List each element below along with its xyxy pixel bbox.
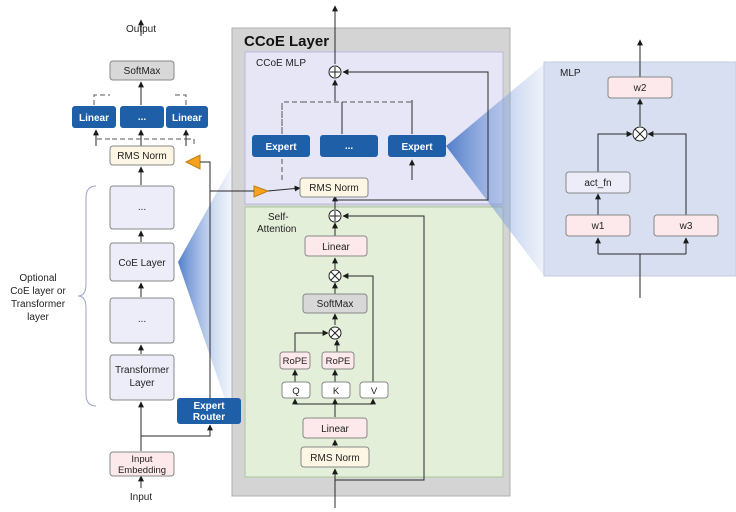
left-transformer-text-line1: Transformer [115, 365, 170, 376]
left-dots-bottom-text: ... [138, 314, 146, 325]
ccoe-v-box [359, 381, 389, 399]
ccoe-rope-k-text: RoPE [326, 356, 351, 367]
ccoe-linear-bottom-box [302, 417, 368, 439]
left-dots-top-text: ... [138, 202, 146, 213]
ccoe-expert-right-box [388, 135, 446, 157]
ccoe-mlp-region [244, 51, 504, 205]
ccoe-rope-q-text: RoPE [283, 356, 308, 367]
ccoe-rms-norm-mid-box [299, 177, 369, 198]
attention-residual-add-icon [328, 209, 342, 223]
output-label: Output [126, 24, 156, 35]
ccoe-q-box [281, 381, 311, 399]
ccoe-rope-q-box [279, 351, 311, 370]
mlp-w1-text: w1 [591, 221, 605, 232]
left-linear-right-text: Linear [172, 113, 202, 124]
left-dots-top-box [109, 185, 175, 230]
optional-label-line3: Transformer [11, 299, 66, 310]
ccoe-dots-box [320, 135, 378, 157]
left-dots-bottom-box [109, 297, 175, 344]
left-transformer-text-line2: Layer [129, 378, 155, 389]
left-linear-left-text: Linear [79, 113, 109, 124]
router-signal-triangle-left [184, 154, 201, 170]
left-coe-layer-box [109, 242, 175, 282]
left-input-embedding-line1: Input [131, 454, 152, 465]
mlp-w2-box [607, 76, 673, 99]
left-softmax-text: SoftMax [124, 66, 161, 77]
ccoe-linear-bottom-text: Linear [321, 424, 349, 435]
ccoe-softmax-box [302, 293, 368, 314]
ccoe-layer-title: CCoE Layer [244, 33, 329, 50]
mlp-w3-text: w3 [679, 221, 693, 232]
mlp-multiply-icon [632, 126, 648, 142]
zoom-fan-left [178, 165, 232, 420]
ccoe-rms-norm-bottom-text: RMS Norm [310, 453, 359, 464]
left-rms-norm-box [109, 145, 175, 166]
ccoe-mlp-label: CCoE MLP [256, 58, 306, 69]
mlp-act-fn-text: act_fn [584, 178, 611, 189]
ccoe-linear-top-box [304, 235, 368, 257]
ccoe-k-text: K [333, 386, 340, 397]
ccoe-k-box [321, 381, 351, 399]
input-label: Input [130, 492, 152, 503]
left-linear-left-box [72, 106, 116, 128]
mlp-label: MLP [560, 68, 581, 79]
ccoe-expert-left-box [252, 135, 310, 157]
ccoe-dots-text: ... [345, 141, 354, 152]
expert-router-line1: Expert [193, 401, 225, 412]
optional-label-line1: Optional [19, 273, 56, 284]
optional-brace [77, 185, 97, 407]
left-input-embedding-box [109, 451, 175, 477]
left-coe-layer-text: CoE Layer [118, 258, 166, 269]
mlp-w3-box [653, 214, 719, 237]
ccoe-rope-k-box [321, 351, 355, 370]
attention-multiply-qk-icon [328, 326, 342, 340]
left-input-embedding-line2: Embedding [118, 465, 166, 476]
ccoe-linear-top-text: Linear [322, 242, 350, 253]
self-attention-label-line1: Self- [268, 212, 289, 223]
mlp-residual-add-icon [328, 65, 342, 79]
self-attention-label-line2: Attention [257, 224, 296, 235]
left-linear-right-box [166, 106, 208, 128]
left-transformer-layer-box [109, 354, 175, 401]
mlp-w2-text: w2 [633, 83, 647, 94]
expert-router-box [177, 398, 241, 424]
left-dots-text: ... [138, 112, 147, 123]
ccoe-expert-right-text: Expert [401, 142, 433, 153]
zoom-fan-right [446, 64, 544, 276]
ccoe-rms-norm-bottom-box [300, 446, 370, 468]
optional-label-line4: layer [27, 312, 49, 323]
left-softmax-box [109, 60, 175, 81]
ccoe-expert-left-text: Expert [265, 142, 297, 153]
mlp-w1-box [565, 214, 631, 237]
ccoe-v-text: V [371, 386, 378, 397]
ccoe-rms-norm-mid-text: RMS Norm [309, 183, 358, 194]
ccoe-softmax-text: SoftMax [317, 299, 354, 310]
ccoe-q-text: Q [292, 386, 299, 397]
mlp-act-fn-box [565, 171, 631, 194]
left-dots-box [120, 106, 164, 128]
attention-multiply-top-icon [328, 269, 342, 283]
expert-router-line2: Router [193, 412, 225, 423]
self-attention-region [244, 206, 504, 478]
left-rms-norm-text: RMS Norm [117, 151, 166, 162]
optional-label-line2: CoE layer or [10, 286, 66, 297]
